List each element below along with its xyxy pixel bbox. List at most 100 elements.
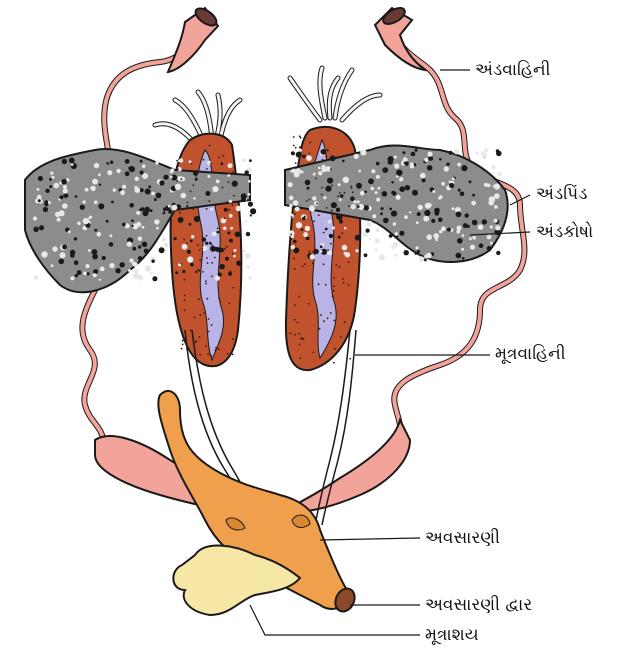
ovary-dot bbox=[129, 203, 134, 208]
kidney-dot bbox=[199, 314, 201, 316]
kidney-dot bbox=[352, 191, 354, 193]
ovary-dot bbox=[145, 266, 151, 272]
ovary-dot bbox=[452, 207, 455, 210]
ovary-dot bbox=[439, 195, 443, 199]
kidney-dot bbox=[211, 244, 213, 246]
kidney-dot bbox=[313, 351, 315, 353]
kidney-dot bbox=[295, 162, 297, 164]
ovary-dot bbox=[88, 217, 91, 220]
ovary-dot bbox=[351, 204, 356, 209]
kidney-dot bbox=[180, 178, 182, 180]
ovary-dot bbox=[93, 273, 97, 277]
ovary-dot bbox=[368, 178, 374, 184]
ovary-dot bbox=[411, 152, 416, 157]
ovary-dot bbox=[156, 227, 159, 230]
ovary-dot bbox=[331, 202, 337, 208]
ovary-dot bbox=[457, 163, 461, 167]
kidney-dot bbox=[304, 216, 306, 218]
kidney-dot bbox=[195, 175, 197, 177]
kidney-dot bbox=[199, 354, 201, 356]
ovary-dot bbox=[428, 156, 433, 161]
ovary-dot bbox=[248, 180, 251, 183]
kidney-dot bbox=[294, 268, 296, 270]
ovary-dot bbox=[150, 272, 153, 275]
kidney-dot bbox=[205, 280, 207, 282]
ovary-dot bbox=[136, 222, 141, 227]
ovary-dot bbox=[151, 192, 155, 196]
kidney-dot bbox=[184, 279, 186, 281]
ovary-dot bbox=[235, 232, 241, 238]
ovary-dot bbox=[33, 227, 38, 232]
ovary-dot bbox=[354, 154, 359, 159]
ovary-dot bbox=[494, 219, 498, 223]
ovary-dot bbox=[233, 255, 236, 258]
ovary-dot bbox=[142, 164, 146, 168]
kidney-dot bbox=[320, 314, 322, 316]
ovary-dot bbox=[138, 256, 143, 261]
kidney-dot bbox=[214, 257, 216, 259]
ovary-dot bbox=[475, 152, 478, 155]
kidney-dot bbox=[293, 258, 295, 260]
ovary-dot bbox=[131, 225, 133, 227]
ovary-dot bbox=[217, 231, 220, 234]
kidney-dot bbox=[294, 213, 296, 215]
kidney-dot bbox=[330, 168, 332, 170]
kidney-dot bbox=[208, 331, 210, 333]
ovary-dot bbox=[318, 171, 322, 175]
kidney-dot bbox=[321, 187, 323, 189]
ovary-dot bbox=[296, 152, 302, 158]
ovary-dot bbox=[61, 179, 67, 185]
kidney-dot bbox=[323, 263, 325, 265]
ovary-dot bbox=[125, 171, 130, 176]
kidney-dot bbox=[343, 282, 345, 284]
ovary-dot bbox=[128, 269, 131, 272]
ovary-dot bbox=[452, 177, 455, 180]
ovary-dot bbox=[122, 185, 126, 189]
ovary-dot bbox=[424, 258, 427, 261]
ovary-dot bbox=[250, 208, 256, 214]
ovary-dot bbox=[85, 188, 89, 192]
ovary-dot bbox=[195, 271, 198, 274]
kidney-dot bbox=[232, 204, 234, 206]
kidney-dot bbox=[211, 324, 213, 326]
ovary-dot bbox=[301, 228, 304, 231]
ovary-dot bbox=[467, 225, 470, 228]
ovary-dot bbox=[248, 202, 253, 207]
kidney-dot bbox=[344, 321, 346, 323]
ovary-dot bbox=[431, 219, 435, 223]
ovary-dot bbox=[37, 188, 40, 191]
ovary-dot bbox=[99, 279, 101, 281]
ovary-dot bbox=[107, 170, 112, 175]
kidney-dot bbox=[319, 328, 321, 330]
kidney-dot bbox=[232, 253, 234, 255]
kidney-dot bbox=[304, 263, 306, 265]
kidney-dot bbox=[208, 318, 210, 320]
ovary-dot bbox=[140, 207, 144, 211]
ovary-dot bbox=[433, 233, 439, 239]
ovary-dot bbox=[328, 220, 331, 223]
ovary-dot bbox=[38, 176, 43, 181]
kidney-dot bbox=[348, 205, 350, 207]
ovary-dot bbox=[325, 228, 328, 231]
ovary-dot bbox=[469, 237, 472, 240]
ovary-dot bbox=[329, 234, 333, 238]
ovary-dot bbox=[462, 234, 465, 237]
ovary-dot bbox=[493, 185, 496, 188]
kidney-dot bbox=[230, 270, 232, 272]
ovary-dot bbox=[375, 238, 380, 243]
kidney-dot bbox=[199, 259, 201, 261]
ovary-dot bbox=[439, 158, 442, 161]
ovary-dot bbox=[357, 200, 360, 203]
kidney-dot bbox=[197, 244, 199, 246]
ovary-dot bbox=[355, 235, 361, 241]
kidney-dot bbox=[297, 322, 299, 324]
ovary-dot bbox=[388, 159, 393, 164]
ovary-dot bbox=[484, 148, 488, 152]
kidney-dot bbox=[206, 208, 208, 210]
kidney-dot bbox=[299, 333, 301, 335]
ovary-dot bbox=[71, 163, 74, 166]
kidney-dot bbox=[202, 271, 204, 273]
ovary-dot bbox=[462, 257, 465, 260]
kidney-dot bbox=[232, 338, 234, 340]
ovary-dot bbox=[218, 273, 222, 277]
